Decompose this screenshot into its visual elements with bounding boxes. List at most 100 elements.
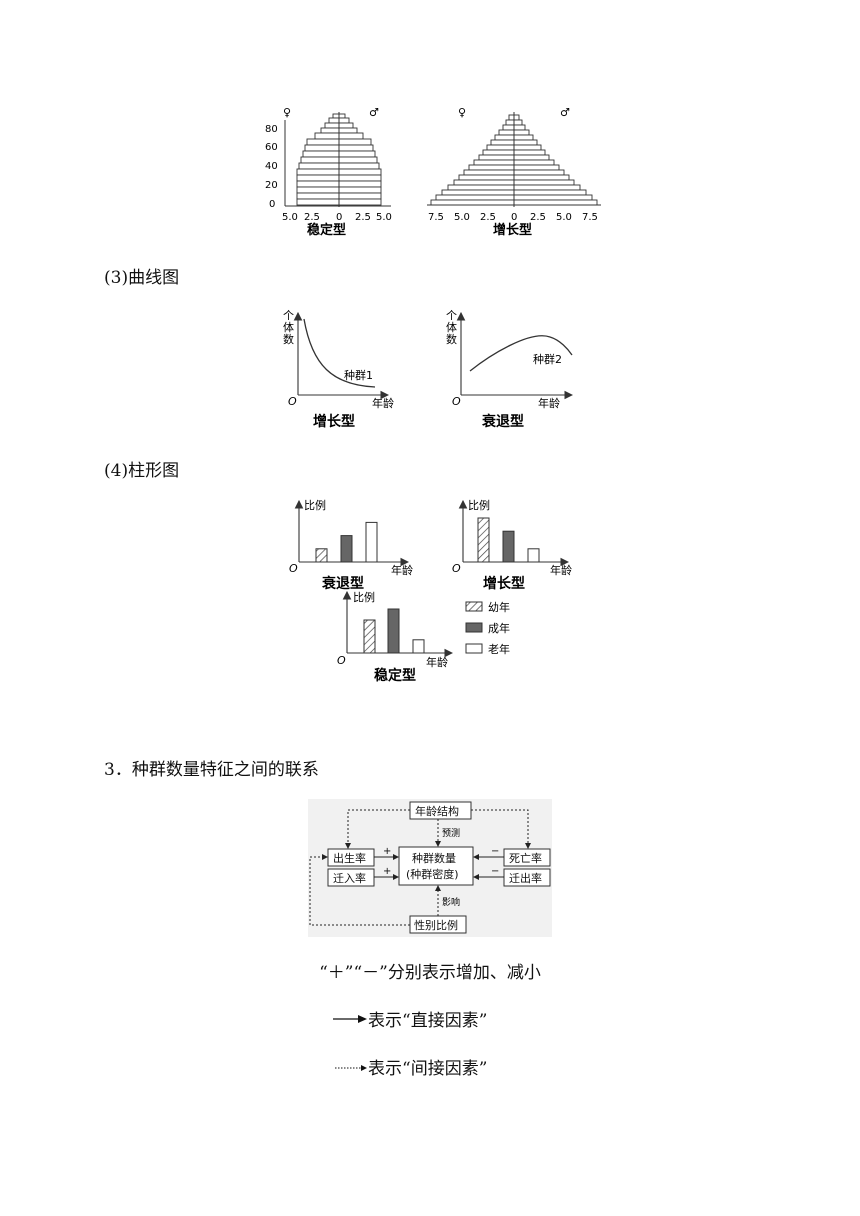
y-tick-20: 20 (265, 180, 278, 191)
y-axis-label: 比例 (353, 590, 375, 604)
y-tick-80: 80 (265, 124, 278, 135)
y-axis-label: 比例 (304, 498, 326, 512)
x-tick-2-5-left: 2.5 (480, 212, 496, 223)
origin-label: O (452, 562, 461, 575)
death-rate-label: 死亡率 (509, 851, 542, 865)
y-axis-label-char3: 数 (283, 333, 294, 346)
stable-pyramid: ♀ ♂ 80 60 40 20 0 5.0 2.5 0 (265, 106, 392, 238)
origin-label: O (288, 395, 297, 408)
y-tick-60: 60 (265, 142, 278, 153)
female-symbol: ♀ (283, 106, 291, 119)
growth-curve-label: 增长型 (313, 413, 355, 430)
stable-bar-chart: 比例 O 年龄 稳定型 (337, 590, 454, 684)
female-symbol: ♀ (458, 106, 466, 119)
x-tick-5-right: 5.0 (556, 212, 572, 223)
section-4-heading: (4)柱形图 (104, 461, 180, 481)
stable-pyramid-label: 稳定型 (307, 222, 346, 238)
solid-arrow-icon (333, 1014, 367, 1023)
population-density-label: (种群密度) (406, 867, 459, 881)
growth-curve-chart: 个 体 数 种群1 O 年龄 增长型 (283, 309, 394, 430)
bar-growth-adult (502, 530, 515, 563)
x-tick-2-5-right: 2.5 (355, 212, 371, 223)
x-tick-5-left: 5.0 (454, 212, 470, 223)
series-label-1: 种群1 (344, 368, 373, 382)
x-axis-label: 年龄 (372, 396, 394, 410)
bar-growth-old (527, 548, 540, 563)
x-tick-2-5-left: 2.5 (304, 212, 320, 223)
stable-bar-label: 稳定型 (374, 667, 416, 684)
curve-charts: 个 体 数 种群1 O 年龄 增长型 个 体 数 种群2 O 年龄 衰退型 (283, 309, 574, 430)
bar-stable-adult (387, 608, 400, 654)
x-axis-label: 年龄 (426, 655, 448, 669)
legend-swatch-adult (465, 622, 483, 633)
bar-stable-old (412, 639, 425, 654)
sex-ratio-label: 性别比例 (414, 918, 458, 932)
bar-decline-young (315, 548, 328, 563)
population-pyramids: ♀ ♂ 80 60 40 20 0 5.0 2.5 0 (265, 106, 601, 238)
male-symbol: ♂ (560, 106, 570, 119)
birth-rate-label: 出生率 (333, 851, 366, 865)
decline-curve-label: 衰退型 (481, 413, 524, 430)
direct-factor-text: 表示“直接因素” (368, 1011, 488, 1031)
bar-stable-young (363, 619, 376, 654)
legend-label-adult: 成年 (488, 621, 510, 635)
bar-legend: 幼年 成年 老年 (465, 600, 510, 656)
decline-bar-chart: 比例 O 年龄 衰退型 (289, 498, 413, 592)
x-tick-5-left: 5.0 (282, 212, 298, 223)
bar-charts: 比例 O 年龄 衰退型 比例 O 年龄 增长型 比例 O 年龄 稳定型 幼年 成… (289, 498, 572, 684)
note-direct-factor: 表示“直接因素” (332, 1006, 487, 1031)
growth-bar-chart: 比例 O 年龄 增长型 (452, 498, 572, 592)
note-indirect-factor: 表示“间接因素” (334, 1054, 487, 1079)
dotted-arrow-icon (335, 1064, 367, 1071)
y-axis-label: 比例 (468, 498, 490, 512)
x-tick-5-right: 5.0 (376, 212, 392, 223)
y-axis-label-char2: 体 (283, 320, 294, 334)
minus-sign-emigration: − (491, 866, 499, 877)
immigration-rate-label: 迁入率 (333, 871, 366, 885)
growth-pyramid-label: 增长型 (493, 222, 532, 238)
series-label-2: 种群2 (533, 352, 562, 366)
legend-swatch-young (465, 601, 483, 612)
y-axis-label-char3: 数 (446, 333, 457, 346)
predict-label: 预测 (442, 828, 460, 839)
plus-sign-birth: + (383, 846, 391, 857)
x-tick-2-5-right: 2.5 (530, 212, 546, 223)
x-tick-7-5-left: 7.5 (428, 212, 444, 223)
section-title: 3．种群数量特征之间的联系 (104, 760, 319, 780)
legend-label-young: 幼年 (488, 600, 510, 614)
male-symbol: ♂ (369, 106, 379, 119)
influence-label: 影响 (442, 896, 460, 908)
relation-diagram: 年龄结构 出生率 迁入率 种群数量 (种群密度) 死亡率 迁出率 性别比例 + … (308, 799, 552, 937)
indirect-factor-text: 表示“间接因素” (368, 1059, 488, 1079)
plus-sign-immigration: + (383, 866, 391, 877)
x-axis-label: 年龄 (538, 396, 560, 410)
y-axis-label-char1: 个 (446, 309, 457, 322)
box-population (398, 846, 474, 886)
emigration-rate-label: 迁出率 (509, 871, 542, 885)
origin-label: O (289, 562, 298, 575)
y-axis-label-char2: 体 (446, 320, 457, 334)
y-axis-label-char1: 个 (283, 309, 294, 322)
legend-label-old: 老年 (488, 642, 510, 656)
origin-label: O (452, 395, 461, 408)
section-3-heading: (3)曲线图 (104, 268, 180, 288)
x-tick-0: 0 (336, 212, 342, 223)
x-axis-label: 年龄 (391, 563, 413, 577)
x-tick-0: 0 (511, 212, 517, 223)
decline-bar-label: 衰退型 (321, 575, 364, 592)
age-structure-label: 年龄结构 (415, 804, 459, 818)
bar-decline-adult (340, 535, 353, 563)
decline-curve-chart: 个 体 数 种群2 O 年龄 衰退型 (446, 309, 574, 430)
population-label: 种群数量 (412, 851, 456, 865)
origin-label: O (337, 654, 346, 667)
x-tick-7-5-right: 7.5 (582, 212, 598, 223)
growth-pyramid: ♀ ♂ 7.5 5.0 2.5 0 2.5 5.0 (427, 106, 601, 238)
legend-swatch-old (465, 643, 483, 654)
x-axis-label: 年龄 (550, 563, 572, 577)
y-tick-40: 40 (265, 161, 278, 172)
note-plus-minus: “＋”“－”分别表示增加、减小 (319, 963, 541, 983)
bar-decline-old (365, 521, 378, 563)
minus-sign-death: − (491, 846, 499, 857)
y-tick-0: 0 (269, 199, 275, 210)
bar-growth-young (477, 517, 490, 563)
